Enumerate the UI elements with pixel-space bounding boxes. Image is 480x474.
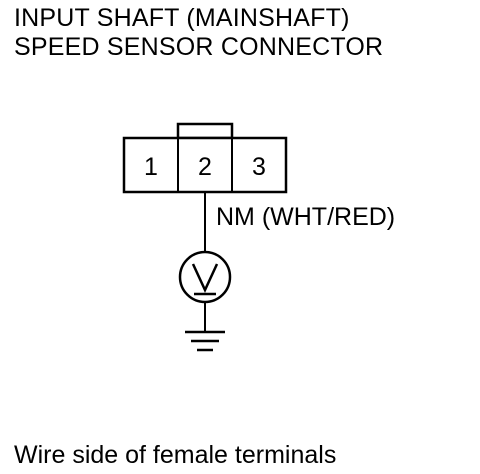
- diagram-title: INPUT SHAFT (MAINSHAFT) SPEED SENSOR CON…: [14, 4, 383, 62]
- title-line-1: INPUT SHAFT (MAINSHAFT): [14, 4, 350, 32]
- diagram-caption: Wire side of female terminals: [14, 441, 337, 469]
- terminal-1: 1: [144, 153, 158, 181]
- ground-icon: [185, 330, 225, 352]
- title-line-2: SPEED SENSOR CONNECTOR: [14, 33, 384, 61]
- terminal-2: 2: [198, 153, 212, 181]
- terminal-3: 3: [252, 153, 266, 181]
- connector-lock-tab: [176, 122, 234, 140]
- wire-label: NM (WHT/RED): [216, 203, 395, 231]
- voltmeter-v-glyph: [191, 263, 219, 293]
